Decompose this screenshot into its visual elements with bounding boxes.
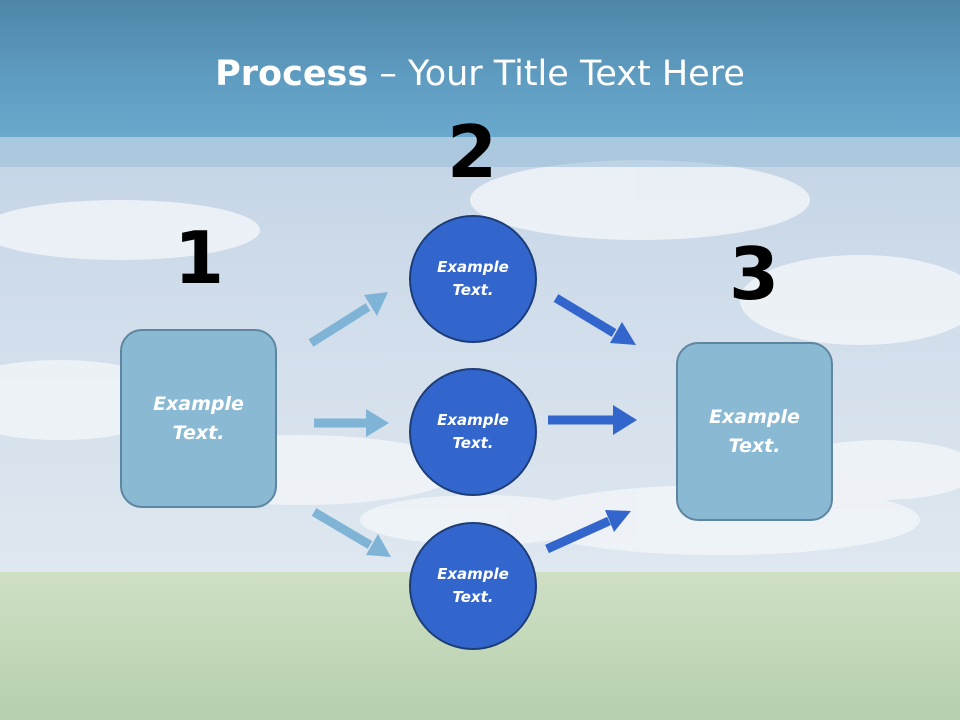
- step-2-circle-middle: Example Text.: [409, 368, 537, 496]
- arrow-1-to-top: [308, 292, 388, 347]
- step-number-1: 1: [173, 216, 225, 300]
- title-band-strip: [0, 137, 960, 167]
- arrow-1-to-middle: [314, 409, 389, 437]
- circle-bottom-text: Example Text.: [437, 565, 509, 606]
- step-2-circle-bottom: Example Text.: [409, 522, 537, 650]
- step-1-box: Example Text.: [120, 329, 277, 508]
- arrow-middle-to-3: [548, 405, 637, 435]
- step-1-text: Example Text.: [153, 392, 244, 444]
- arrow-top-to-3: [553, 294, 636, 345]
- arrow-bottom-to-3: [545, 510, 631, 554]
- step-number-3: 3: [728, 232, 780, 316]
- arrow-1-to-bottom: [311, 508, 391, 557]
- step-number-2: 2: [446, 110, 498, 194]
- step-3-box: Example Text.: [676, 342, 833, 521]
- title-bold: Process: [215, 54, 369, 94]
- circle-middle-text: Example Text.: [437, 411, 509, 452]
- title-band: [0, 0, 960, 137]
- step-2-circle-top: Example Text.: [409, 215, 537, 343]
- slide-title: Process – Your Title Text Here: [0, 52, 960, 96]
- step-3-text: Example Text.: [709, 405, 800, 457]
- circle-top-text: Example Text.: [437, 258, 509, 299]
- title-rest: – Your Title Text Here: [368, 54, 745, 94]
